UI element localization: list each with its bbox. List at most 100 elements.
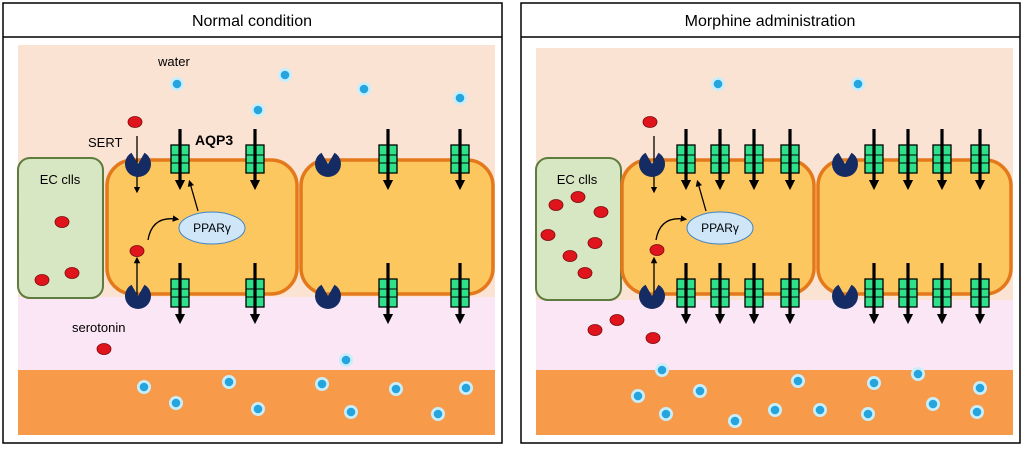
sert-transporters <box>125 152 341 310</box>
water-molecules <box>631 77 987 428</box>
water-molecule-icon <box>851 77 865 91</box>
serotonin-molecule-icon <box>540 229 556 241</box>
water-molecule-icon <box>693 384 707 398</box>
serotonin-molecule-icon <box>577 267 593 279</box>
aqp3-channel-icon <box>780 263 800 325</box>
epithelial-cell <box>299 158 495 296</box>
aqp3-channel-icon <box>898 263 918 325</box>
serotonin-molecule-icon <box>649 244 665 256</box>
ppar-activation-arrow <box>147 215 180 241</box>
aqp3-channel-icon <box>378 129 398 191</box>
water-molecule-icon <box>251 402 265 416</box>
serotonin-molecules <box>34 116 145 355</box>
water-molecule-icon <box>813 403 827 417</box>
water-molecule-icon <box>970 405 984 419</box>
aqp3-channel-icon <box>898 129 918 191</box>
ec-cells-label: EC clls <box>40 172 81 187</box>
ec-cell <box>17 157 104 299</box>
panel-title: Morphine administration <box>685 13 856 30</box>
water-molecule-icon <box>278 68 292 82</box>
serotonin-molecule-icon <box>645 332 661 344</box>
water-molecule-icon <box>768 403 782 417</box>
ppar-gamma <box>178 211 246 245</box>
aqp3-channel-icon <box>932 129 952 191</box>
aqp3-channel-icon <box>170 263 190 325</box>
water-molecule-icon <box>170 77 184 91</box>
serotonin-molecule-icon <box>570 191 586 203</box>
water-molecule-icon <box>169 396 183 410</box>
serotonin-molecule-icon <box>64 267 80 279</box>
aqp3-channel-icon <box>932 263 952 325</box>
water-molecule-icon <box>344 405 358 419</box>
ppar-activation-arrow <box>655 215 688 241</box>
aqp3-channel-icon <box>450 129 470 191</box>
sert-label: SERT <box>88 135 122 150</box>
water-molecule-icon <box>453 91 467 105</box>
serotonin-molecule-icon <box>642 116 658 128</box>
water-molecule-icon <box>861 407 875 421</box>
sert-transporter-icon <box>832 284 858 310</box>
water-molecule-icon <box>389 382 403 396</box>
serotonin-molecule-icon <box>593 206 609 218</box>
aqp3-channel-icon <box>970 129 990 191</box>
aqp3-channel-icon <box>864 263 884 325</box>
water-molecule-icon <box>867 376 881 390</box>
serotonin-molecule-icon <box>127 116 143 128</box>
sert-transporter-icon <box>832 152 858 177</box>
aqp3-label: AQP3 <box>195 132 233 148</box>
aqp3-channel-icon <box>245 263 265 325</box>
ppar-gamma <box>686 211 754 245</box>
sert-transporters <box>639 152 858 310</box>
water-molecule-icon <box>431 407 445 421</box>
aqp3-channel-icon <box>676 263 696 325</box>
water-molecule-icon <box>973 381 987 395</box>
water-molecule-icon <box>137 380 151 394</box>
water-molecule-icon <box>315 377 329 391</box>
water-molecule-icon <box>357 82 371 96</box>
serotonin-label: serotonin <box>72 320 125 335</box>
aqp3-channels <box>170 129 470 325</box>
sert-transporter-icon <box>639 152 665 177</box>
sert-transporter-icon <box>315 284 341 310</box>
aqp3-channel-icon <box>970 263 990 325</box>
serotonin-molecule-icon <box>54 216 70 228</box>
blood-vessel-region <box>536 370 1013 435</box>
aqp3-channel-icon <box>450 263 470 325</box>
water-molecule-icon <box>659 407 673 421</box>
serotonin-molecules <box>540 116 665 344</box>
water-molecule-icon <box>728 414 742 428</box>
sert-transporter-icon <box>639 284 666 310</box>
panel-normal: Normal condition water SERT AQP3 EC clls… <box>2 2 503 444</box>
aqp3-channel-icon <box>710 263 730 325</box>
panel-title: Normal condition <box>192 13 312 30</box>
water-molecule-icon <box>655 363 669 377</box>
aqp3-channel-icon <box>744 263 764 325</box>
water-molecule-icon <box>711 77 725 91</box>
aqp3-channels <box>676 129 990 325</box>
aqp3-channel-icon <box>676 129 696 191</box>
water-molecule-icon <box>791 374 805 388</box>
aqp3-channel-icon <box>245 129 265 191</box>
aqp3-channel-icon <box>744 129 764 191</box>
aqp3-channel-icon <box>710 129 730 191</box>
ppar-to-aqp3-arrow <box>187 179 199 212</box>
water-molecules <box>137 68 473 421</box>
aqp3-channel-icon <box>864 129 884 191</box>
serotonin-molecule-icon <box>96 343 112 355</box>
serotonin-molecule-icon <box>609 314 625 326</box>
sert-transporter-icon <box>125 284 151 310</box>
water-molecule-icon <box>459 381 473 395</box>
serotonin-molecule-icon <box>129 245 145 257</box>
water-molecule-icon <box>631 389 645 403</box>
aqp3-channel-icon <box>170 129 190 191</box>
water-molecule-icon <box>911 367 925 381</box>
epithelial-cell <box>816 158 1013 296</box>
interstitium-region <box>536 300 1013 370</box>
water-molecule-icon <box>222 375 236 389</box>
aqp3-channel-icon <box>378 263 398 325</box>
ec-cells-label: EC clls <box>557 172 598 187</box>
serotonin-molecule-icon <box>34 274 50 286</box>
water-molecule-icon <box>339 353 353 367</box>
ppar-to-aqp3-arrow <box>695 179 707 212</box>
